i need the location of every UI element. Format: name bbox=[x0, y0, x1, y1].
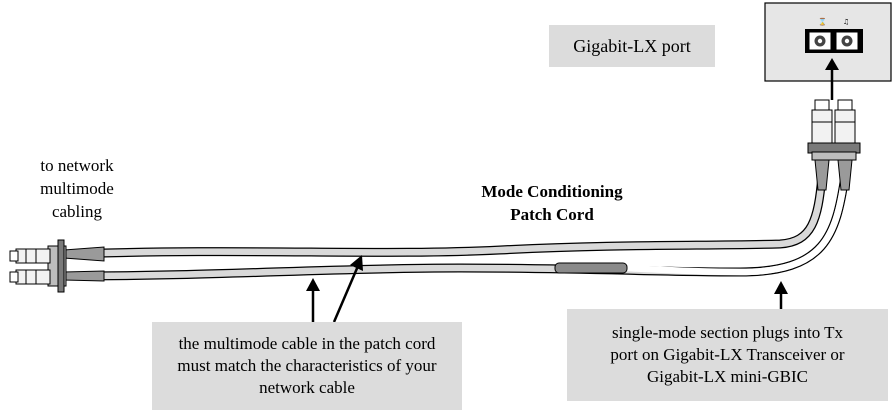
right-connector-icon bbox=[807, 99, 861, 191]
note-left-line-3: network cable bbox=[259, 378, 355, 397]
port-arrow bbox=[825, 58, 839, 100]
note-left-line-2: must match the characteristics of your bbox=[177, 356, 437, 375]
note-left-line-1: the multimode cable in the patch cord bbox=[178, 334, 436, 353]
cable-top bbox=[65, 171, 827, 259]
svg-text:♫: ♫ bbox=[843, 18, 849, 26]
note-right-line-2: port on Gigabit-LX Transceiver or bbox=[610, 345, 845, 364]
left-note-arrows bbox=[306, 255, 363, 323]
network-label-line-1: to network bbox=[40, 156, 114, 175]
right-note-arrow bbox=[774, 281, 788, 309]
network-label-line-3: cabling bbox=[51, 202, 103, 221]
port-connector-icon bbox=[805, 29, 863, 53]
single-mode-note: single-mode section plugs into Tx port o… bbox=[567, 309, 888, 401]
conditioning-sleeve bbox=[554, 262, 628, 274]
port-label: Gigabit-LX port bbox=[549, 25, 715, 67]
port-label-text: Gigabit-LX port bbox=[573, 35, 691, 56]
patch-cord-title: Mode Conditioning Patch Cord bbox=[462, 180, 642, 226]
left-connector-icon bbox=[9, 239, 105, 293]
cable-bottom bbox=[65, 171, 850, 281]
title-line-1: Mode Conditioning bbox=[481, 182, 623, 201]
note-right-line-3: Gigabit-LX mini-GBIC bbox=[646, 367, 808, 386]
note-right-line-1: single-mode section plugs into Tx bbox=[611, 323, 844, 342]
network-label-line-2: multimode bbox=[40, 179, 114, 198]
network-cabling-label: to network multimode cabling bbox=[22, 154, 132, 223]
title-line-2: Patch Cord bbox=[510, 205, 594, 224]
svg-text:⌛: ⌛ bbox=[818, 17, 827, 26]
multimode-note: the multimode cable in the patch cord mu… bbox=[152, 322, 462, 410]
